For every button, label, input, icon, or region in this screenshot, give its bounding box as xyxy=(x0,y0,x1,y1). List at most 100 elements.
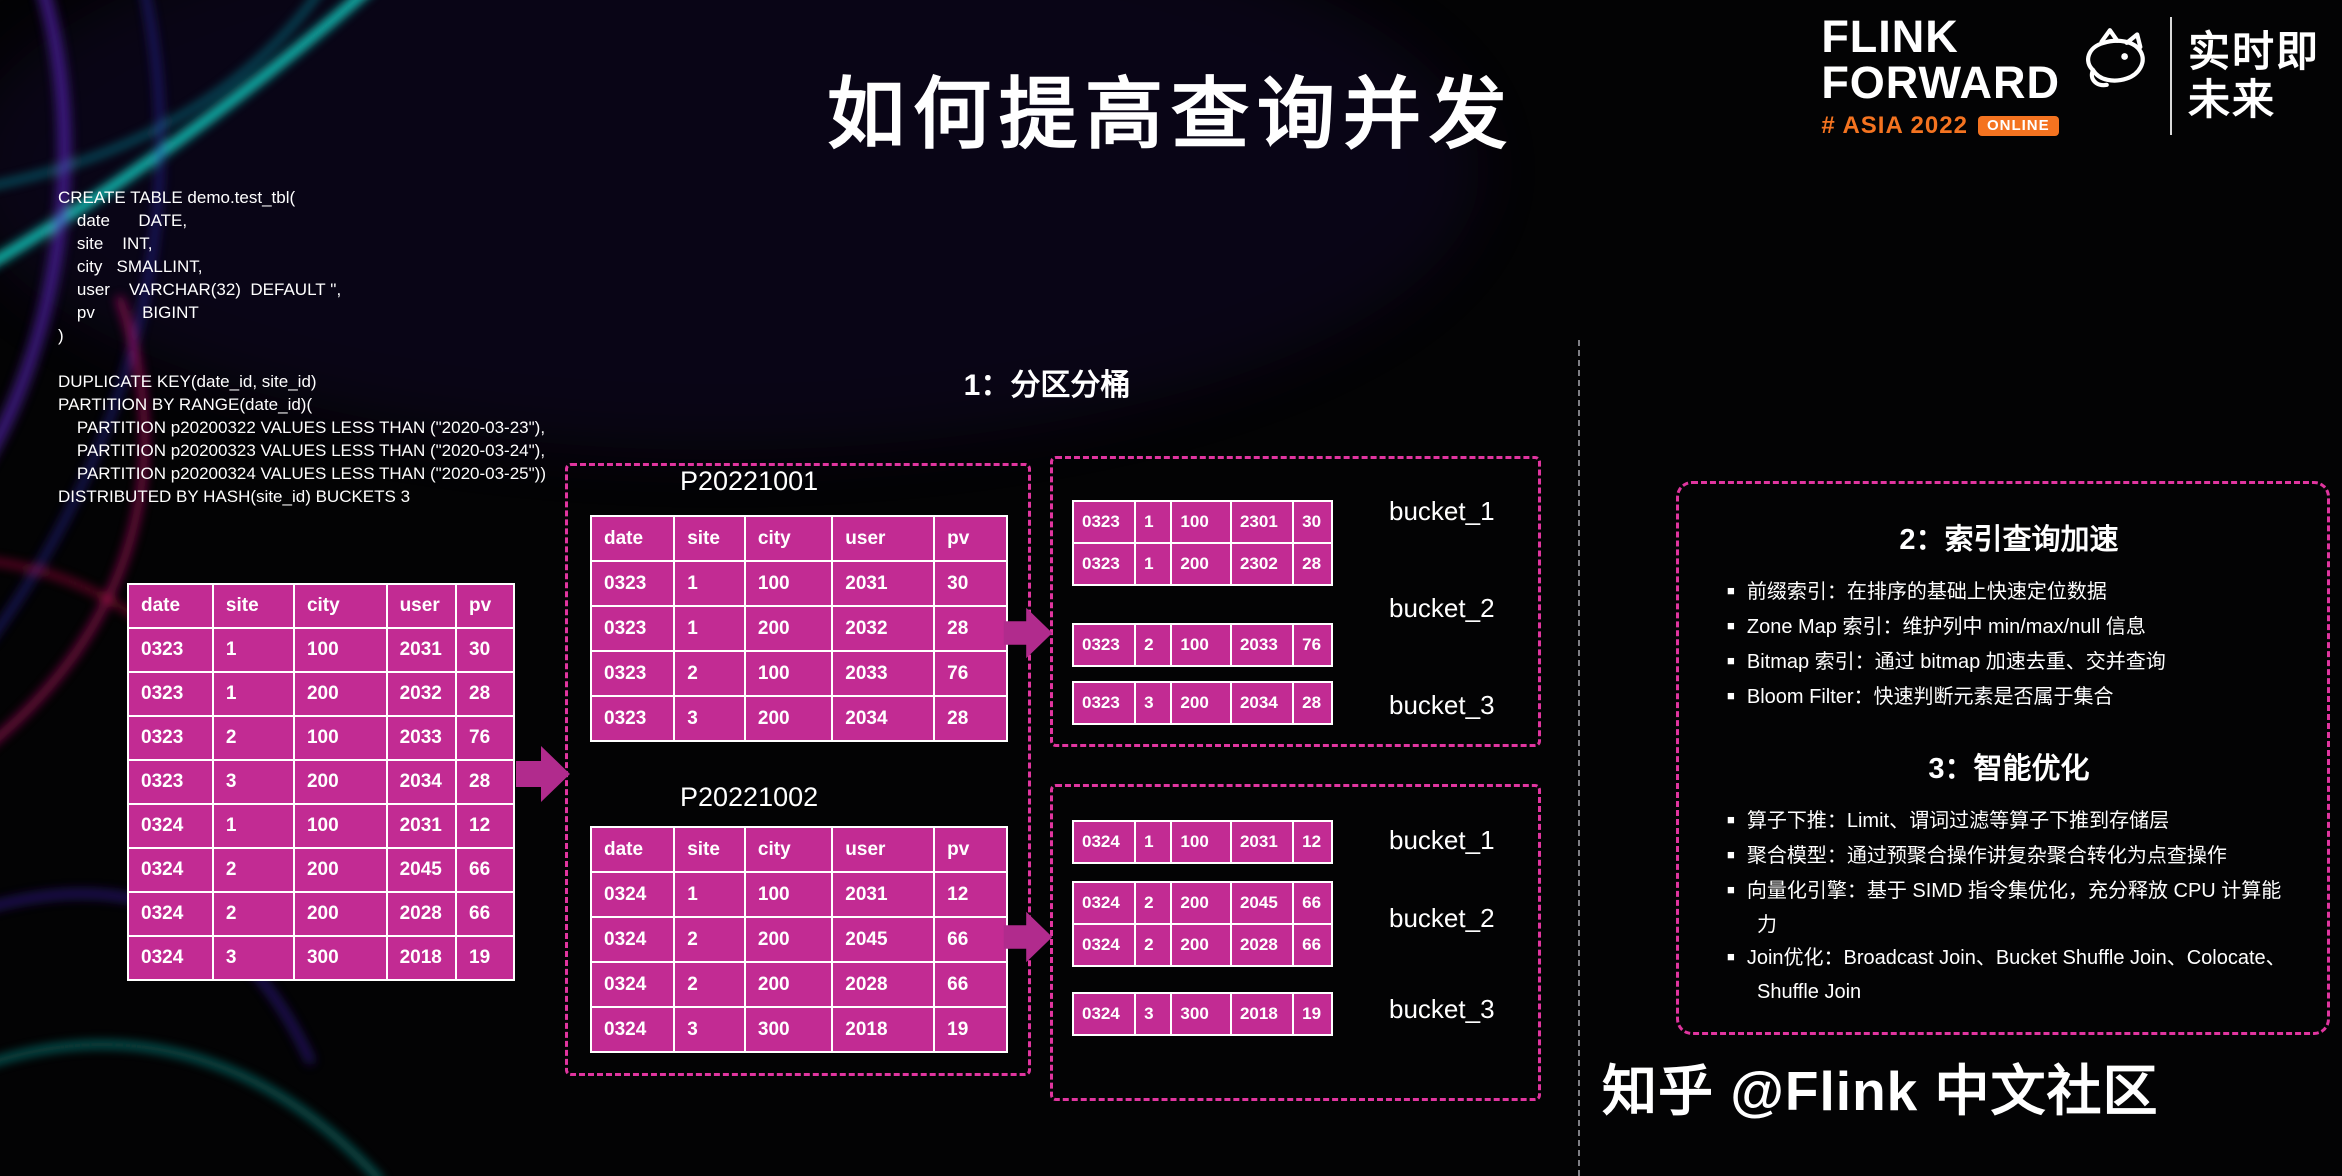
table-cell: 28 xyxy=(455,671,515,717)
bullet-item: 聚合模型：通过预聚合操作讲复杂聚合转化为点查操作 xyxy=(1727,840,2291,874)
tagline-line-2: 未来 xyxy=(2187,76,2276,124)
table-cell: 2 xyxy=(673,916,746,963)
bullet-item: 向量化引擎：基于 SIMD 指令集优化，充分释放 CPU 计算能力 xyxy=(1727,875,2291,941)
table-cell: 100 xyxy=(292,627,388,673)
column-header: user xyxy=(831,515,936,562)
table-cell: 300 xyxy=(292,935,388,981)
sql-code-line: ) xyxy=(58,326,64,345)
column-header: user xyxy=(831,826,936,873)
column-header: user xyxy=(385,583,458,629)
table-cell: 76 xyxy=(1292,623,1333,667)
bucket-label: bucket_3 xyxy=(1389,690,1495,720)
partition-2-title: P20221002 xyxy=(680,782,819,812)
table-cell: 100 xyxy=(1170,820,1232,864)
column-header: city xyxy=(292,583,388,629)
sql-code-line: pv BIGINT xyxy=(58,303,199,322)
logo-asia-2022: # ASIA 2022 xyxy=(1821,111,1968,139)
table-cell: 0323 xyxy=(1071,500,1137,544)
table-cell: 1 xyxy=(1134,820,1173,864)
table-cell: 0324 xyxy=(1071,992,1137,1036)
column-header: site xyxy=(673,515,746,562)
bullet-item: 算子下推：Limit、谓词过滤等算子下推到存储层 xyxy=(1727,805,2291,839)
table-cell: 1 xyxy=(1134,542,1173,586)
table-cell: 2032 xyxy=(385,671,458,717)
column-header: date xyxy=(127,583,214,629)
table-cell: 200 xyxy=(1170,681,1232,725)
table-cell: 19 xyxy=(455,935,515,981)
bullet-item: Bitmap 索引：通过 bitmap 加速去重、交并查询 xyxy=(1727,646,2291,680)
table-cell: 2045 xyxy=(1229,881,1295,925)
table-cell: 19 xyxy=(933,1006,1008,1053)
index-optimization-panel: 2：索引查询加速 前缀索引：在排序的基础上快速定位数据Zone Map 索引：维… xyxy=(1676,481,2330,1035)
table-cell: 28 xyxy=(933,695,1008,742)
table-cell: 100 xyxy=(743,560,834,607)
table-cell: 0323 xyxy=(589,605,676,652)
table-cell: 30 xyxy=(933,560,1008,607)
table-cell: 0323 xyxy=(1071,623,1137,667)
table-cell: 66 xyxy=(455,891,515,937)
section3-heading: 3：智能优化 xyxy=(1928,753,2090,785)
table-cell: 2302 xyxy=(1229,542,1295,586)
column-header: date xyxy=(589,826,676,873)
table-cell: 1 xyxy=(211,671,295,717)
table-cell: 0324 xyxy=(589,961,676,1008)
table-cell: 0324 xyxy=(1071,881,1137,925)
table-cell: 0324 xyxy=(589,871,676,918)
table-cell: 100 xyxy=(292,803,388,849)
table-cell: 0323 xyxy=(127,627,214,673)
table-cell: 2034 xyxy=(385,759,458,805)
table-cell: 1 xyxy=(673,560,746,607)
table-cell: 0323 xyxy=(127,759,214,805)
table-cell: 28 xyxy=(1292,681,1333,725)
table-cell: 200 xyxy=(292,671,388,717)
online-badge: ONLINE xyxy=(1977,116,2059,136)
flow-arrow-icon xyxy=(1003,607,1053,659)
table-cell: 2018 xyxy=(385,935,458,981)
sql-code-line: user VARCHAR(32) DEFAULT '', xyxy=(58,280,342,299)
table-cell: 100 xyxy=(743,650,834,697)
bullet-item: Bloom Filter：快速判断元素是否属于集合 xyxy=(1727,681,2291,715)
table-cell: 28 xyxy=(1292,542,1333,586)
sql-code-block: CREATE TABLE demo.test_tbl( date DATE, s… xyxy=(58,186,546,508)
table-cell: 0323 xyxy=(589,695,676,742)
bullet-item: Zone Map 索引：维护列中 min/max/null 信息 xyxy=(1727,611,2291,645)
table-cell: 2028 xyxy=(1229,923,1295,967)
sql-code-line: CREATE TABLE demo.test_tbl( xyxy=(58,188,296,207)
table-cell: 66 xyxy=(933,961,1008,1008)
flink-forward-logo: FLINK FORWARD # ASIA 2022 ONLINE 实时即 未来 xyxy=(1821,14,2320,138)
table-cell: 0324 xyxy=(127,847,214,893)
table-cell: 0324 xyxy=(127,891,214,937)
table-cell: 100 xyxy=(1170,623,1232,667)
table-cell: 200 xyxy=(292,759,388,805)
flow-arrow-icon xyxy=(1003,911,1053,963)
table-cell: 66 xyxy=(1292,923,1333,967)
table-cell: 2 xyxy=(673,961,746,1008)
table-cell: 1 xyxy=(211,627,295,673)
table-cell: 2 xyxy=(211,891,295,937)
table-cell: 2032 xyxy=(831,605,936,652)
table-cell: 200 xyxy=(1170,923,1232,967)
table-cell: 200 xyxy=(743,695,834,742)
table-cell: 12 xyxy=(1292,820,1333,864)
table-cell: 12 xyxy=(933,871,1008,918)
table-cell: 1 xyxy=(211,803,295,849)
table-cell: 2 xyxy=(1134,623,1173,667)
